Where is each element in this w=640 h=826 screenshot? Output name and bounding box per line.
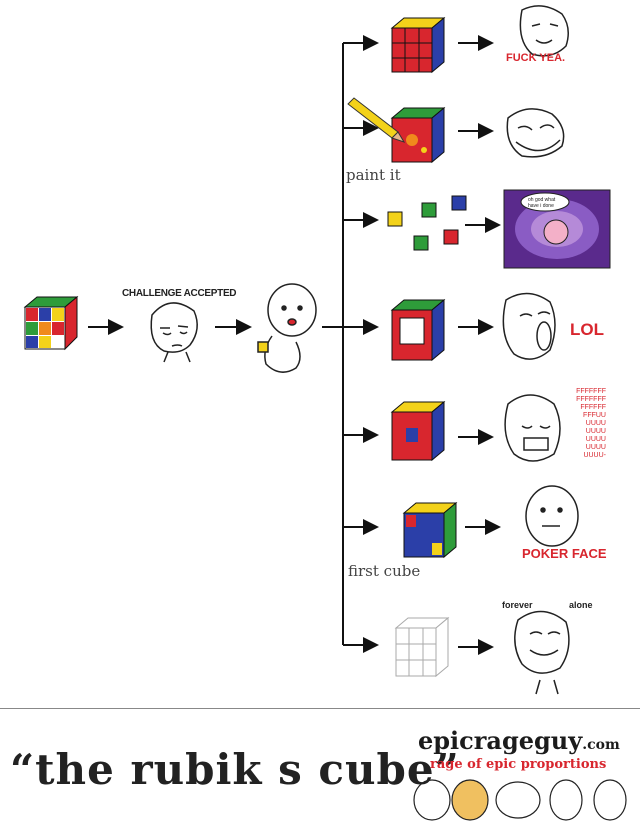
comic-title: “the rubik s cube” — [10, 745, 460, 794]
thought-bubble-text: oh god what have i done — [528, 197, 556, 209]
lol-caption: LOL — [570, 320, 604, 339]
lol-face — [502, 292, 556, 360]
forever-alone-face — [514, 610, 570, 695]
footer-divider — [0, 708, 640, 709]
fffuu-caption: FFFFFFF FFFFFFF FFFFFF FFFUU UUUU UUUU U… — [566, 388, 606, 460]
scattered-cubies — [387, 195, 467, 251]
crying-in-vortex-panel — [503, 189, 611, 269]
first-cube — [402, 501, 458, 559]
poker-face — [525, 485, 579, 547]
fffuu-line: UUUU — [585, 444, 606, 451]
fffuu-line: FFFFFFF — [576, 396, 606, 403]
scrambled-cube — [23, 295, 79, 351]
first-cube-label: first cube — [348, 562, 421, 580]
fffuu-line: UUUU- — [583, 452, 606, 459]
fffuu-line: FFFUU — [583, 412, 606, 419]
challenge-accepted-caption: CHALLENGE ACCEPTED — [122, 288, 237, 299]
hollow-cube — [390, 298, 446, 362]
poker-face-caption: POKER FACE — [522, 546, 607, 561]
fuck-yea-caption: FUCK YEA. — [506, 52, 566, 64]
brand-tagline: rage of epic proportions — [430, 757, 607, 772]
challenge-accepted-face — [150, 302, 198, 363]
fffuu-line: FFFFFFF — [576, 388, 606, 395]
solved-cube — [390, 16, 446, 74]
brand-name: epicrageguy — [418, 726, 583, 755]
fffuu-line: UUUU — [585, 436, 606, 443]
brand-tld: .com — [582, 737, 620, 753]
paint-it-label: paint it — [346, 166, 401, 184]
blank-cube — [394, 616, 450, 678]
fffuu-line: UUUU — [585, 428, 606, 435]
footer-rage-faces — [413, 779, 627, 821]
partially-solved-cube — [390, 400, 446, 462]
site-brand[interactable]: epicrageguy.com — [418, 726, 620, 755]
fffuu-rage-face — [504, 394, 561, 462]
alone-caption: alone — [569, 600, 593, 610]
pencil-icon — [347, 97, 406, 143]
fffuu-line: FFFFFF — [580, 404, 606, 411]
forever-caption: forever — [502, 600, 533, 610]
flow-arrows — [88, 35, 501, 655]
playing-face — [257, 283, 317, 373]
fuck-yea-face — [519, 5, 569, 57]
troll-face — [506, 108, 565, 158]
fffuu-line: UUUU — [585, 420, 606, 427]
